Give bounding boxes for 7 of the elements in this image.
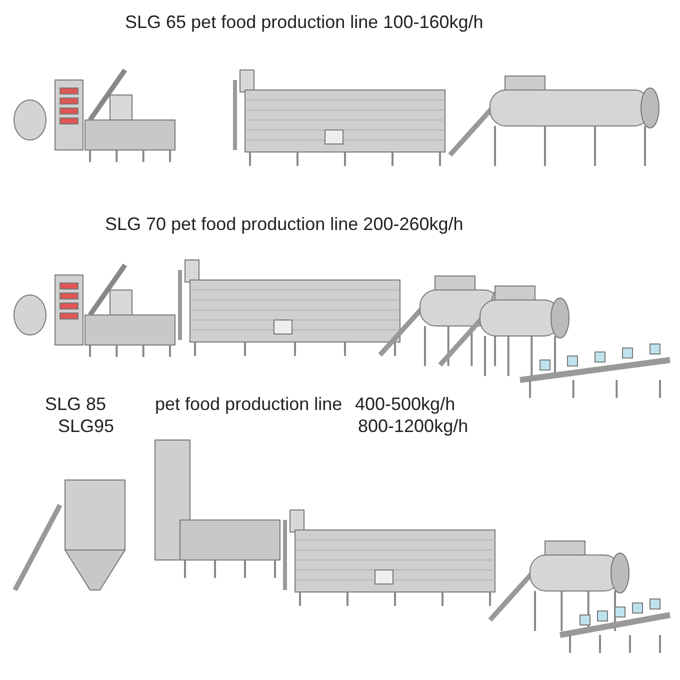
line-heading: 800-1200kg/h <box>358 416 468 437</box>
line-heading: pet food production line <box>155 394 342 415</box>
line-heading: SLG 85 <box>45 394 106 415</box>
line-heading: SLG95 <box>58 416 114 437</box>
line-heading: SLG 65 pet food production line 100-160kg/h <box>125 12 484 33</box>
line-heading: 400-500kg/h <box>355 394 456 415</box>
line-heading: SLG 70 pet food production line 200-260kg/h <box>105 214 464 235</box>
